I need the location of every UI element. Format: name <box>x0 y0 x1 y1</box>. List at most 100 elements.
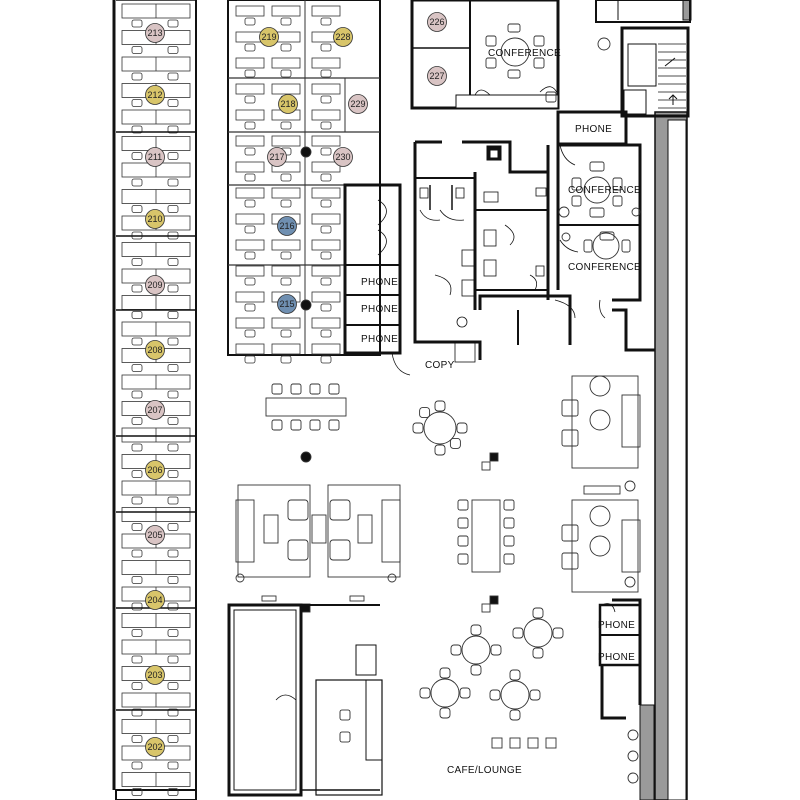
chair <box>457 553 469 565</box>
chair <box>167 761 179 770</box>
stairwell <box>620 26 690 118</box>
desk-badge: 230 <box>333 147 353 167</box>
desk-number: 205 <box>147 530 162 540</box>
phone-rooms-right <box>598 603 642 667</box>
conference-tables-right <box>558 161 641 260</box>
chair <box>280 17 292 26</box>
open-area-furniture <box>235 146 641 784</box>
restrooms <box>413 140 576 363</box>
chair <box>532 647 544 659</box>
desk-number: 228 <box>335 32 350 42</box>
desk-badge: 216 <box>277 216 297 236</box>
chair <box>131 602 143 611</box>
chair <box>131 417 143 425</box>
chair <box>309 419 321 431</box>
chair <box>167 470 179 478</box>
label-conference-top: CONFERENCE <box>488 48 561 59</box>
chair <box>244 225 256 234</box>
desk-number: 219 <box>261 32 276 42</box>
desk <box>311 343 341 355</box>
desk <box>311 265 341 277</box>
desk-badge: 228 <box>333 27 353 47</box>
chair <box>290 419 302 431</box>
chair <box>489 689 501 701</box>
desk-badge-circle <box>145 400 165 420</box>
chair <box>244 69 256 78</box>
chair <box>167 125 179 134</box>
chair <box>320 173 332 182</box>
desk-badge: 210 <box>145 209 165 229</box>
chair <box>459 687 471 699</box>
chair <box>167 682 179 690</box>
desk-badge: 204 <box>145 590 165 610</box>
chair <box>167 629 179 637</box>
desk-badge-circle <box>348 94 368 114</box>
desk <box>235 343 265 355</box>
chair <box>320 69 332 78</box>
desk-badge: 208 <box>145 340 165 360</box>
chair <box>244 121 256 130</box>
chair <box>512 627 524 639</box>
chair <box>131 523 143 531</box>
desk <box>311 57 341 69</box>
desk-number: 207 <box>147 405 162 415</box>
chair <box>509 709 521 721</box>
chair <box>244 17 256 26</box>
desk <box>235 239 265 251</box>
desk-badge-circle <box>333 27 353 47</box>
desk-badge-circle <box>145 23 165 43</box>
right-conference-rooms <box>556 110 642 319</box>
label-phone-left-3: PHONE <box>361 334 398 345</box>
chair <box>244 199 256 208</box>
desk-number: 217 <box>269 152 284 162</box>
chair <box>320 147 332 156</box>
chair <box>167 99 179 107</box>
desk-number: 212 <box>147 90 162 100</box>
desk-number: 206 <box>147 465 162 475</box>
chair <box>320 95 332 104</box>
desk-number: 230 <box>335 152 350 162</box>
desk-number: 226 <box>429 17 444 27</box>
desk <box>235 135 265 147</box>
chair <box>167 735 179 743</box>
chair <box>244 329 256 338</box>
chair <box>509 669 521 681</box>
desk-badge: 215 <box>277 294 297 314</box>
chair <box>552 627 564 639</box>
phone-rooms-center <box>343 183 411 376</box>
chair <box>320 17 332 26</box>
chair <box>280 43 292 52</box>
chair <box>131 576 143 584</box>
desk-badge-circle <box>145 590 165 610</box>
desk <box>271 239 301 251</box>
chair <box>167 337 179 346</box>
chair <box>470 624 482 636</box>
chair <box>167 523 179 531</box>
desk-badge-circle <box>278 94 298 114</box>
desk <box>271 161 301 173</box>
chair <box>167 417 179 425</box>
desk-number: 218 <box>280 99 295 109</box>
desk-badge-circle <box>427 66 447 86</box>
desk <box>235 317 265 329</box>
desk <box>311 213 341 225</box>
chair <box>320 329 332 338</box>
desk-badge-circle <box>145 85 165 105</box>
desk-badge: 203 <box>145 665 165 685</box>
chair <box>457 517 469 529</box>
chair <box>131 19 143 28</box>
desk-badge: 212 <box>145 85 165 105</box>
chair <box>131 788 143 796</box>
label-phone-right-2: PHONE <box>598 652 635 663</box>
desk-badge: 227 <box>427 66 447 86</box>
chair <box>271 383 283 395</box>
chair <box>131 390 143 399</box>
chair <box>244 251 256 260</box>
label-copy: COPY <box>425 360 455 371</box>
desk-number: 202 <box>147 742 162 752</box>
chair <box>320 121 332 130</box>
chair <box>131 549 143 558</box>
chair <box>244 95 256 104</box>
